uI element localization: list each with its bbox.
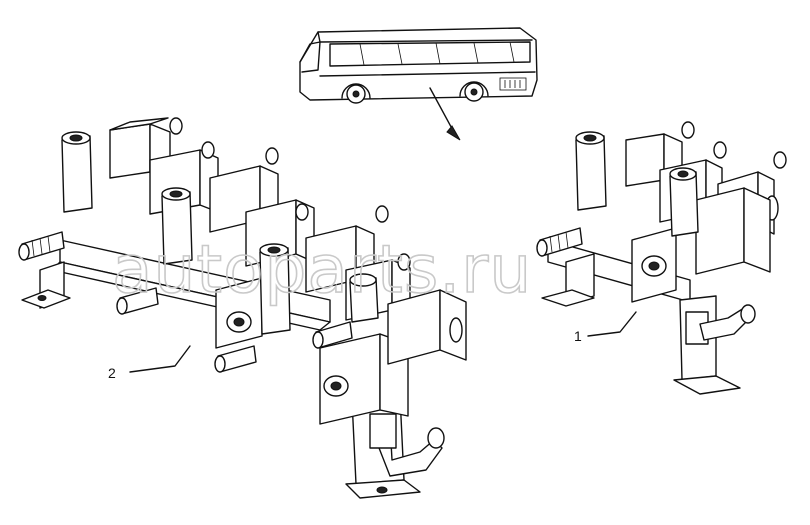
callout-label-2: 2 (108, 365, 116, 381)
threaded-fitting-group (18, 231, 353, 373)
plug-connector-group (169, 117, 411, 271)
watermark: autoparts.ru (112, 231, 532, 308)
callout-label-1: 1 (574, 328, 582, 344)
bus-illustration (299, 27, 538, 141)
valve-block-assembly-2: 2 (18, 117, 467, 499)
solenoid-block-row (109, 117, 467, 425)
valve-block-assembly-1: 1 (536, 121, 787, 395)
valve-body-group (61, 131, 379, 335)
